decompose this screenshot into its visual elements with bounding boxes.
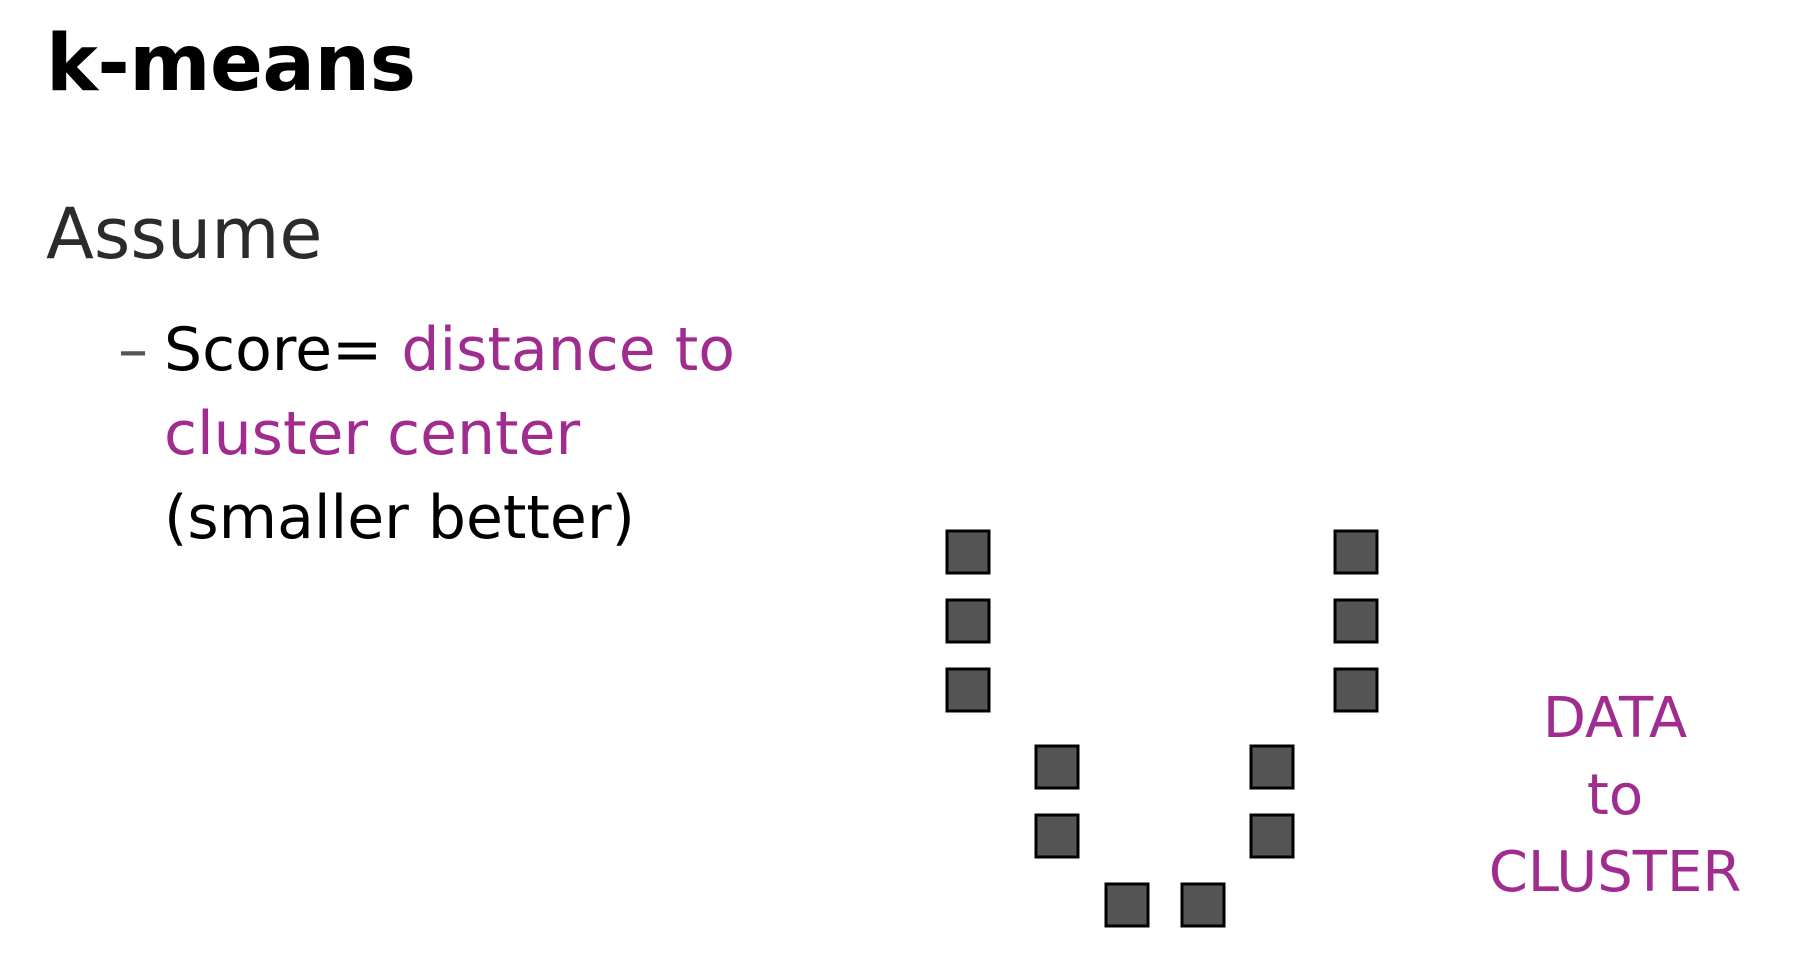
score-tail: (smaller better) xyxy=(164,483,635,553)
data-point xyxy=(1034,813,1080,859)
bullet-score-body: Score= distance to cluster center (small… xyxy=(164,308,735,560)
bullet-score-line-1: Score= distance to xyxy=(164,308,735,392)
bullet-assume: Assume xyxy=(46,193,323,275)
label-line-to: to xyxy=(1586,763,1644,828)
data-point xyxy=(1034,744,1080,790)
data-to-cluster-label: DATA to CLUSTER xyxy=(1440,680,1790,911)
data-point xyxy=(945,598,991,644)
label-line-cluster: CLUSTER xyxy=(1488,840,1742,905)
data-point xyxy=(1333,667,1379,713)
label-line-data: DATA xyxy=(1542,686,1688,751)
score-prefix: Score= xyxy=(164,315,402,385)
score-highlight-line-2: cluster center xyxy=(164,399,581,469)
data-point xyxy=(945,667,991,713)
data-point xyxy=(1180,882,1226,928)
data-point xyxy=(1104,882,1150,928)
data-points-group xyxy=(945,529,1379,928)
data-point xyxy=(1249,813,1295,859)
bullet-score: – Score= distance to cluster center (sma… xyxy=(118,308,735,560)
data-point xyxy=(945,529,991,575)
score-highlight-line-1: distance to xyxy=(401,315,735,385)
data-point xyxy=(1333,529,1379,575)
slide-title: k-means xyxy=(46,19,416,109)
data-point xyxy=(1333,598,1379,644)
bullet-dash: – xyxy=(118,315,148,385)
data-point xyxy=(1249,744,1295,790)
